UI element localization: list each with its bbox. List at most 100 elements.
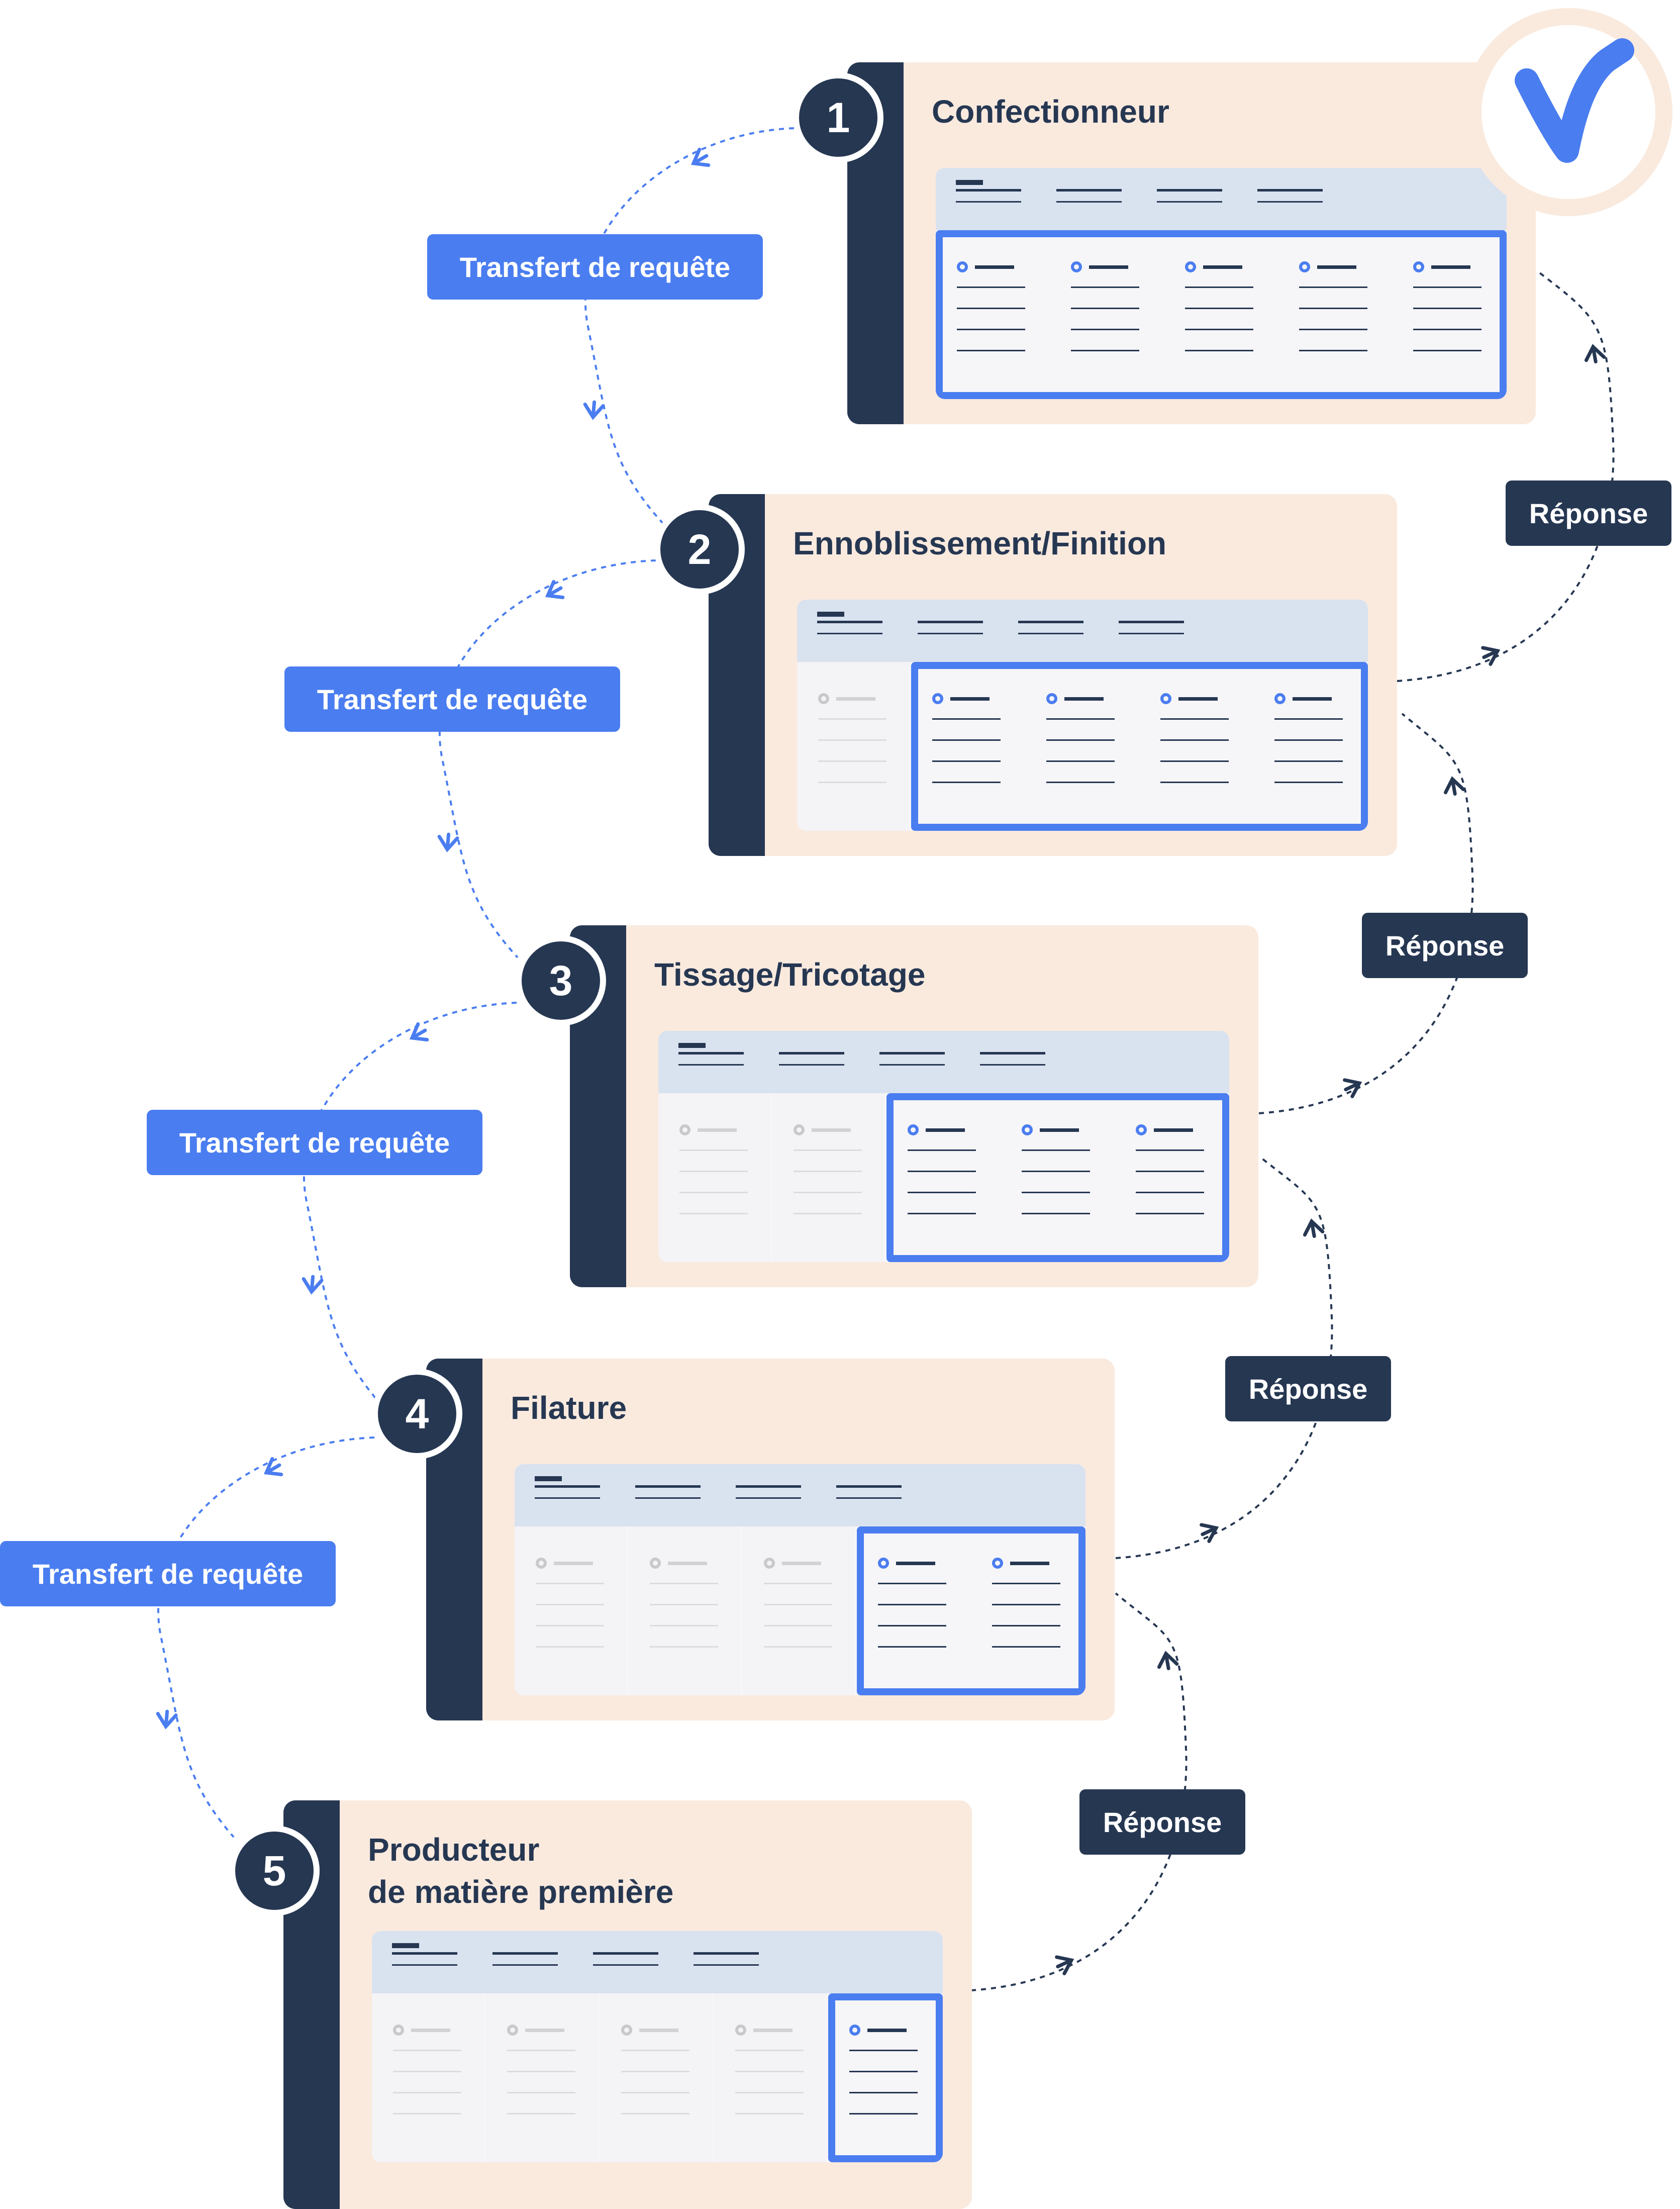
step-number-badge: 2 xyxy=(654,504,745,595)
header-line xyxy=(1157,189,1222,191)
column-text-line xyxy=(621,2071,689,2072)
supplier-table xyxy=(658,1031,1229,1262)
column-text-line xyxy=(1046,718,1115,720)
column-text-line xyxy=(992,1646,1060,1648)
column-text-line xyxy=(764,1583,832,1584)
response-flow-arc xyxy=(1397,270,1615,682)
step-title: Producteur de matière première xyxy=(368,1832,674,1910)
column-text-line xyxy=(1136,1149,1204,1151)
column-text-line xyxy=(536,1646,604,1648)
arrow-up-right-icon xyxy=(1343,1078,1362,1098)
column-text-line xyxy=(735,2092,804,2093)
table-header xyxy=(515,1464,1085,1526)
arrow-up-icon xyxy=(1584,344,1606,364)
active-supplier-column xyxy=(971,1526,1082,1695)
column-text-line xyxy=(764,1604,832,1605)
arrow-down-icon xyxy=(156,1709,178,1730)
step-title: Tissage/Tricotage xyxy=(654,956,926,993)
header-line xyxy=(1119,633,1184,634)
column-text-line xyxy=(536,1583,604,1584)
card-background: Tissage/Tricotage xyxy=(570,925,1258,1287)
column-text-line xyxy=(818,739,886,741)
column-text-line xyxy=(794,1213,862,1214)
column-text-line xyxy=(849,2071,918,2072)
card-background: Producteur de matière première xyxy=(283,1800,972,2209)
header-line xyxy=(392,1964,457,1966)
header-line xyxy=(956,201,1021,203)
column-text-line xyxy=(393,2071,461,2072)
column-title-bar xyxy=(1154,1128,1193,1132)
arrow-up-right-icon xyxy=(1200,1523,1219,1543)
column-title-bar xyxy=(1293,697,1332,701)
radio-circle-icon xyxy=(393,2025,404,2036)
arrow-down-icon xyxy=(302,1275,324,1295)
radio-circle-icon xyxy=(1299,261,1310,272)
column-text-line xyxy=(1413,329,1481,330)
step-title: Ennoblissement/Finition xyxy=(793,525,1167,561)
header-line xyxy=(678,1064,744,1066)
radio-circle-icon xyxy=(818,693,829,704)
selected-columns-highlight xyxy=(828,1993,943,2162)
radio-circle-icon xyxy=(957,261,968,272)
column-text-line xyxy=(536,1604,604,1605)
arrow-up-icon xyxy=(1157,1651,1179,1671)
column-title-bar xyxy=(1010,1562,1049,1565)
step-number-badge: 4 xyxy=(372,1369,462,1459)
radio-circle-icon xyxy=(650,1558,661,1569)
supplier-table xyxy=(515,1464,1085,1695)
column-text-line xyxy=(908,1171,976,1172)
header-line xyxy=(1257,189,1323,191)
header-line xyxy=(879,1052,945,1054)
column-title-bar xyxy=(975,265,1014,269)
header-line xyxy=(1056,201,1122,203)
column-title-bar xyxy=(411,2029,450,2032)
inactive-supplier-column xyxy=(629,1526,740,1695)
column-text-line xyxy=(908,1192,976,1193)
header-line xyxy=(879,1064,945,1066)
header-tick xyxy=(956,180,983,185)
column-title-bar xyxy=(1203,265,1242,269)
column-title-bar xyxy=(753,2029,793,2032)
radio-circle-icon xyxy=(1160,693,1171,704)
request-flow-arc xyxy=(157,1436,375,1838)
column-text-line xyxy=(1022,1171,1090,1172)
column-text-line xyxy=(1160,760,1229,762)
inactive-supplier-column xyxy=(797,662,909,831)
column-text-line xyxy=(650,1625,718,1626)
header-line xyxy=(736,1485,801,1488)
arrow-up-icon xyxy=(1303,1218,1325,1238)
column-text-line xyxy=(735,2113,804,2115)
column-title-bar xyxy=(525,2029,564,2032)
radio-circle-icon xyxy=(764,1558,775,1569)
column-text-line xyxy=(908,1149,976,1151)
column-text-line xyxy=(1136,1213,1204,1214)
header-line xyxy=(836,1497,902,1499)
column-text-line xyxy=(393,2113,461,2115)
active-supplier-column xyxy=(1278,230,1390,399)
header-line xyxy=(492,1952,558,1955)
request-flow-arc xyxy=(584,127,795,524)
header-line xyxy=(694,1964,759,1966)
column-text-line xyxy=(1299,286,1367,288)
column-text-line xyxy=(679,1213,748,1214)
column-text-line xyxy=(878,1604,946,1605)
radio-circle-icon xyxy=(679,1124,690,1135)
column-text-line xyxy=(1071,350,1139,351)
arrow-up-right-icon xyxy=(1055,1955,1074,1975)
column-text-line xyxy=(650,1604,718,1605)
column-text-line xyxy=(1160,718,1229,720)
header-line xyxy=(1257,201,1323,203)
radio-circle-icon xyxy=(621,2025,632,2036)
header-line xyxy=(779,1052,844,1054)
active-supplier-column xyxy=(1392,230,1504,399)
radio-circle-icon xyxy=(1185,261,1196,272)
column-text-line xyxy=(1071,286,1139,288)
column-text-line xyxy=(1413,350,1481,351)
inactive-supplier-column xyxy=(600,1993,712,2162)
column-text-line xyxy=(1299,329,1367,330)
column-text-line xyxy=(1185,350,1253,351)
column-text-line xyxy=(507,2071,575,2072)
column-text-line xyxy=(1071,329,1139,330)
step-title: Confectionneur xyxy=(932,93,1169,130)
